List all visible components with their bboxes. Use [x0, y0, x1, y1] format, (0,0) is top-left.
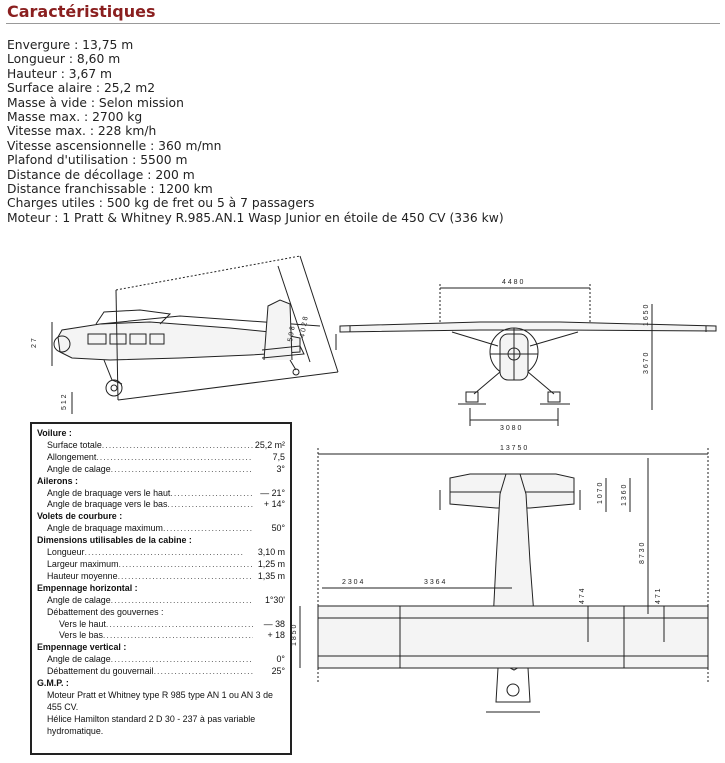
- spec-item: Masse max. : 2700 kg: [7, 110, 143, 125]
- row-value: 0°: [276, 654, 286, 665]
- row-label: Angle de calage: [47, 654, 111, 665]
- dim-label: 3 3 6 4: [424, 579, 446, 586]
- dim-label: 1 6 5 0: [643, 304, 650, 326]
- spec-item: Moteur : 1 Pratt & Whitney R.985.AN.1 Wa…: [7, 210, 504, 225]
- row-label: Angle de braquage vers le haut: [47, 487, 171, 498]
- row-value: + 18: [267, 630, 285, 641]
- table-row: Angle de braquage vers le haut..........…: [47, 487, 285, 498]
- row-label: Largeur maximum: [47, 558, 119, 569]
- table-row: Angle de calage.........................…: [47, 654, 286, 665]
- dim-label: 1 8 5 0: [291, 624, 298, 646]
- aircraft-three-view-drawing: 2 7 5 1 2 5 9 8 4 0 2 8 4 4 8 0 1 6 5 0 …: [31, 255, 717, 713]
- row-label: Surface totale: [47, 439, 102, 450]
- table-row: Débattement des gouvernes :: [37, 607, 285, 619]
- dim-label: 8 7 3 0: [639, 542, 646, 564]
- table-row: Hauteur moyenne.........................…: [47, 570, 285, 581]
- row-label: Angle de calage: [47, 594, 111, 605]
- row-label: Longueur: [47, 547, 85, 558]
- dim-label: 3 6 7 0: [643, 352, 650, 374]
- dim-label: 4 4 8 0: [502, 279, 524, 286]
- table-row: Vers le bas.............................…: [59, 630, 285, 641]
- table-row: Largeur maximum.........................…: [47, 558, 285, 569]
- section-heading: Dimensions utilisables de la cabine :: [37, 535, 192, 546]
- section-heading: Volets de courbure :: [37, 511, 123, 522]
- dim-label: 2 3 0 4: [342, 579, 364, 586]
- row-value: 1,35 m: [257, 570, 285, 581]
- spec-item: Hauteur : 3,67 m: [7, 66, 113, 81]
- row-label: Angle de braquage vers le bas: [47, 499, 168, 510]
- row-value: 3°: [276, 463, 286, 474]
- characteristics-table: Voilure : Surface totale................…: [30, 422, 292, 755]
- table-row: Angle de calage.........................…: [47, 463, 286, 474]
- dim-label: 5 9 8: [287, 326, 297, 343]
- spec-list: Envergure : 13,75 m Longueur : 8,60 m Ha…: [7, 38, 504, 225]
- row-label: Débattement des gouvernes :: [47, 606, 164, 617]
- dim-label: 1 3 7 5 0: [500, 445, 527, 452]
- dim-label: 1 3 6 0: [621, 484, 628, 506]
- row-label: Angle de braquage maximum: [47, 523, 163, 534]
- row-label: Allongement: [47, 451, 97, 462]
- row-value: + 14°: [263, 499, 285, 510]
- section-heading: Empennage horizontal :: [37, 582, 138, 593]
- table-row: Angle de braquage vers le bas...........…: [47, 499, 285, 510]
- dim-label: 4 7 4: [579, 588, 586, 604]
- row-value: 1°30': [264, 594, 285, 605]
- row-value: — 21°: [260, 487, 285, 498]
- row-value: 50°: [271, 523, 285, 534]
- side-view: [51, 255, 339, 414]
- row-label: Débattement du gouvernail: [47, 666, 154, 677]
- table-row: Angle de calage.........................…: [47, 594, 285, 605]
- front-view: [339, 284, 717, 426]
- section-heading: G.M.P. :: [37, 678, 69, 689]
- spec-item: Charges utiles : 500 kg de fret ou 5 à 7…: [7, 196, 315, 211]
- dim-label: 2 7: [31, 338, 38, 348]
- dim-label: 4 0 2 8: [299, 316, 310, 338]
- row-label: Angle de calage: [47, 463, 111, 474]
- row-value: 25°: [271, 666, 285, 677]
- spec-item: Vitesse max. : 228 km/h: [7, 124, 157, 139]
- section-heading: Voilure :: [37, 428, 72, 438]
- spec-item: Vitesse ascensionnelle : 360 m/mn: [7, 138, 222, 153]
- section-heading: Ailerons :: [37, 475, 78, 486]
- section-heading: Empennage vertical :: [37, 642, 127, 653]
- spec-item: Distance franchissable : 1200 km: [7, 182, 213, 197]
- table-row: Surface totale..........................…: [47, 439, 285, 450]
- spec-item: Distance de décollage : 200 m: [7, 167, 195, 182]
- dim-label: 4 7 1: [655, 588, 662, 604]
- row-value: — 38: [263, 618, 285, 629]
- spec-item: Masse à vide : Selon mission: [7, 95, 184, 110]
- row-value: 1,25 m: [257, 558, 285, 569]
- spec-item: Longueur : 8,60 m: [7, 52, 121, 67]
- spec-item: Plafond d'utilisation : 5500 m: [7, 153, 188, 168]
- row-label: Vers le haut: [59, 618, 106, 629]
- dim-label: 3 0 8 0: [500, 425, 522, 432]
- heading-divider: [6, 23, 720, 24]
- table-row: Vers le haut............................…: [59, 618, 285, 629]
- table-row: Allongement.............................…: [47, 451, 285, 462]
- table-note: Moteur Pratt et Whitney type R 985 type …: [47, 689, 273, 712]
- dim-label: 1 0 7 0: [597, 482, 604, 504]
- row-value: 25,2 m²: [254, 439, 285, 450]
- row-value: 3,10 m: [257, 547, 285, 558]
- table-row: Longueur................................…: [47, 547, 285, 558]
- dim-label: 5 1 2: [61, 394, 68, 410]
- table-row: Angle de braquage maximum...............…: [47, 523, 285, 534]
- top-view: [299, 448, 709, 713]
- spec-item: Surface alaire : 25,2 m2: [7, 81, 156, 96]
- row-value: 7,5: [272, 451, 285, 462]
- table-row: Débattement du gouvernail...............…: [47, 666, 285, 677]
- page-heading: Caractéristiques: [7, 2, 156, 21]
- table-note: Hélice Hamilton standard 2 D 30 - 237 à …: [47, 713, 256, 736]
- row-label: Vers le bas: [59, 630, 103, 641]
- spec-item: Envergure : 13,75 m: [7, 38, 134, 52]
- row-label: Hauteur moyenne: [47, 570, 118, 581]
